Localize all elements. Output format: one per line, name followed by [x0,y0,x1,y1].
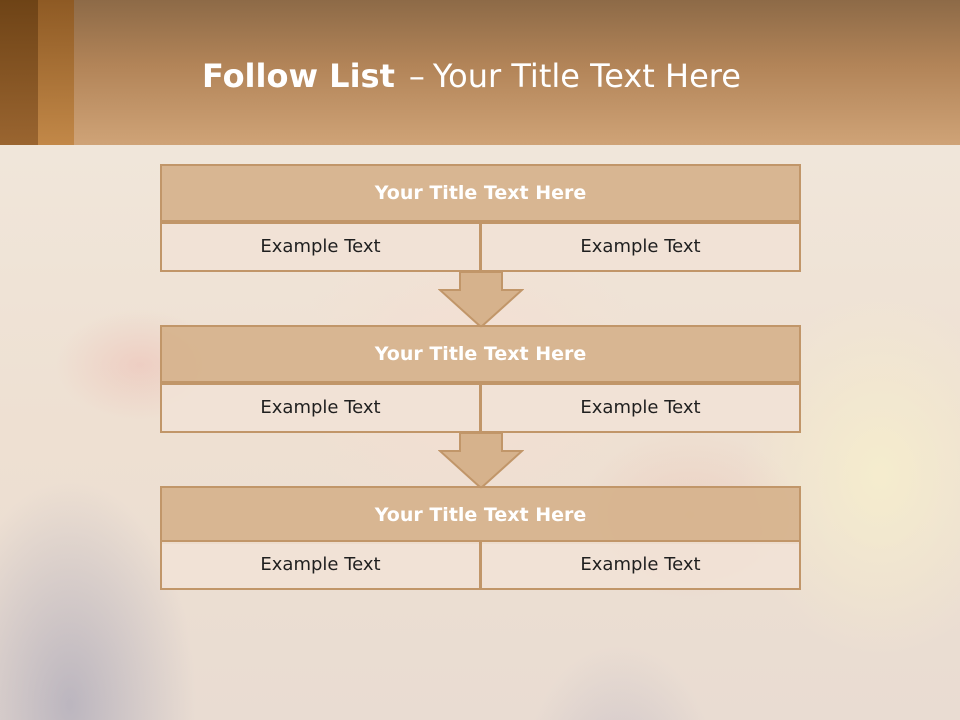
block-right-cell: Example Text [480,222,801,272]
slide-title-rest: Your Title Text Here [432,57,741,95]
block-left-cell: Example Text [160,383,481,433]
header-accent-stripe-light [38,0,74,145]
block-title: Your Title Text Here [160,486,801,544]
slide-title-separator: – [408,57,425,95]
block-title: Your Title Text Here [160,325,801,383]
block-left-cell: Example Text [160,222,481,272]
down-arrow-icon [438,271,524,329]
block-right-cell: Example Text [480,383,801,433]
title-bar: Follow List–Your Title Text Here [0,0,960,145]
block-title: Your Title Text Here [160,164,801,222]
block-right-cell: Example Text [480,540,801,590]
slide-title-bold: Follow List [202,57,395,95]
slide-title: Follow List–Your Title Text Here [202,56,741,96]
header-accent-stripe [0,0,38,145]
down-arrow-icon [438,432,524,490]
block-left-cell: Example Text [160,540,481,590]
